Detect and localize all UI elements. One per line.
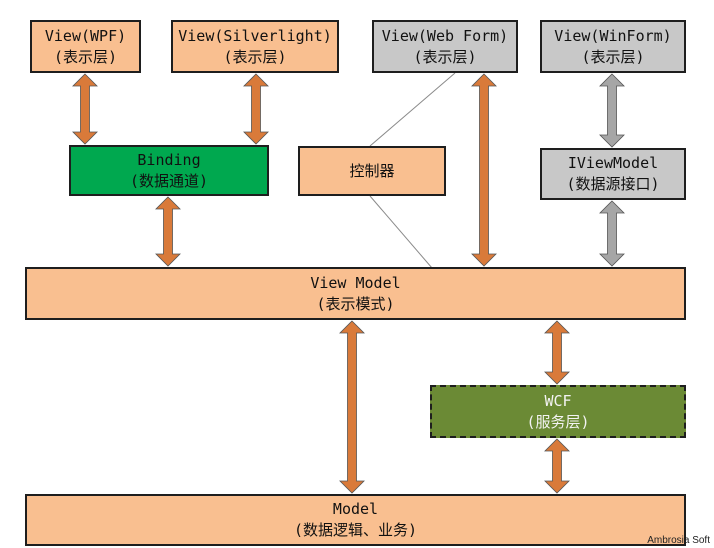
iviewmodel-subtitle: (数据源接口) — [566, 175, 660, 193]
model-box: Model (数据逻辑、业务) — [25, 494, 686, 546]
controller-box: 控制器 — [298, 146, 446, 196]
view-webform-box: View(Web Form) (表示层) — [372, 20, 518, 73]
arrow-iviewmodel-viewmodel — [599, 200, 625, 267]
connector-line-controller-viewmodel — [369, 195, 433, 269]
arrow-binding-viewmodel — [155, 196, 181, 267]
view-wpf-title: View(WPF) — [44, 26, 127, 45]
iviewmodel-box: IViewModel (数据源接口) — [540, 148, 686, 200]
wcf-subtitle: (服务层) — [526, 412, 590, 431]
viewmodel-box: View Model (表示模式) — [25, 267, 686, 320]
view-silverlight-subtitle: (表示层) — [223, 47, 287, 66]
binding-title: Binding — [137, 150, 201, 169]
model-title: Model — [332, 500, 379, 518]
view-wpf-subtitle: (表示层) — [53, 47, 118, 66]
view-winform-box: View(WinForm) (表示层) — [540, 20, 686, 73]
binding-box: Binding (数据通道) — [69, 145, 269, 196]
view-webform-subtitle: (表示层) — [413, 47, 477, 66]
arrow-viewmodel-model — [339, 320, 365, 494]
arrow-winform-iviewmodel — [599, 73, 625, 148]
iviewmodel-title: IViewModel — [567, 154, 659, 172]
view-silverlight-title: View(Silverlight) — [178, 26, 332, 45]
view-silverlight-box: View(Silverlight) (表示层) — [171, 20, 339, 73]
watermark-text: Ambrosia Soft — [647, 535, 710, 546]
connector-line-webform-controller — [369, 72, 456, 147]
viewmodel-title: View Model — [310, 273, 401, 292]
arrow-wcf-model — [544, 438, 570, 494]
viewmodel-subtitle: (表示模式) — [316, 294, 395, 313]
view-winform-subtitle: (表示层) — [581, 47, 645, 66]
arrow-wpf-binding — [72, 73, 98, 145]
arrow-silverlight-binding — [243, 73, 269, 145]
arrow-viewmodel-wcf — [544, 320, 570, 385]
binding-subtitle: (数据通道) — [129, 171, 209, 190]
wcf-box: WCF (服务层) — [430, 385, 686, 438]
view-winform-title: View(WinForm) — [554, 26, 672, 45]
wcf-title: WCF — [544, 391, 572, 410]
controller-title: 控制器 — [349, 161, 395, 180]
arrow-webform-viewmodel — [471, 73, 497, 267]
view-wpf-box: View(WPF) (表示层) — [30, 20, 141, 73]
model-subtitle: (数据逻辑、业务) — [293, 521, 418, 539]
view-webform-title: View(Web Form) — [381, 26, 509, 45]
